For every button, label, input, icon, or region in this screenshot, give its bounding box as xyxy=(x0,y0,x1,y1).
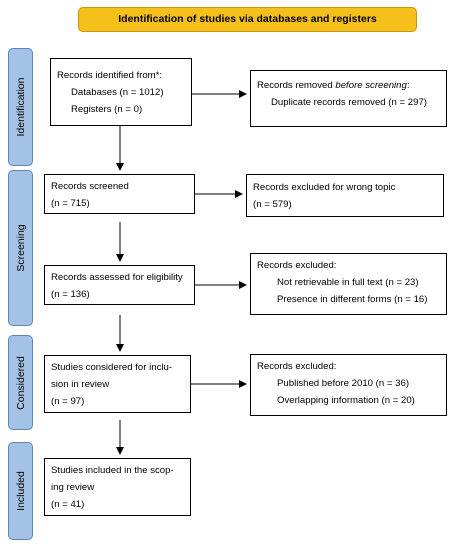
assessed-eligibility-count: (n = 136) xyxy=(51,289,90,300)
considered-inclusion-line2: sion in review xyxy=(51,379,110,390)
diagram-header: Identification of studies via databases … xyxy=(78,7,417,32)
excluded-published-title: Records excluded: xyxy=(257,361,337,372)
excluded-fulltext-title: Records excluded: xyxy=(257,260,337,271)
included-review-count: (n = 41) xyxy=(51,499,85,510)
registers-count: Registers (n = 0) xyxy=(71,104,143,115)
considered-inclusion-box: Studies considered for inclu- sion in re… xyxy=(44,355,191,413)
assessed-eligibility-title: Records assessed for eligibility xyxy=(51,272,183,283)
included-review-line1: Studies included in the scop- xyxy=(51,465,174,476)
excluded-topic-title: Records excluded for wrong topic xyxy=(253,182,396,193)
records-removed-title: Records removed before screening: xyxy=(257,80,410,91)
included-review-box: Studies included in the scop- ing review… xyxy=(44,458,191,516)
records-screened-title: Records screened xyxy=(51,181,129,192)
records-screened-count: (n = 715) xyxy=(51,198,90,209)
published-before-count: Published before 2010 (n = 36) xyxy=(277,378,410,389)
databases-count: Databases (n = 1012) xyxy=(71,87,164,98)
not-retrievable-count: Not retrievable in full text (n = 23) xyxy=(277,277,419,288)
different-forms-count: Presence in different forms (n = 16) xyxy=(277,294,428,305)
phase-included: Included xyxy=(8,442,33,540)
excluded-fulltext-box: Records excluded: Not retrievable in ful… xyxy=(250,253,447,315)
assessed-eligibility-box: Records assessed for eligibility (n = 13… xyxy=(44,265,195,305)
duplicates-removed-count: Duplicate records removed (n = 297) xyxy=(271,97,427,108)
records-identified-title: Records identified from*: xyxy=(57,70,163,81)
records-removed-box: Records removed before screening: Duplic… xyxy=(250,70,447,127)
considered-inclusion-line1: Studies considered for inclu- xyxy=(51,362,173,373)
excluded-topic-count: (n = 579) xyxy=(253,199,292,210)
records-screened-box: Records screened (n = 715) xyxy=(44,174,195,214)
phase-screening: Screening xyxy=(8,170,33,326)
excluded-topic-box: Records excluded for wrong topic (n = 57… xyxy=(246,174,444,217)
records-identified-box: Records identified from*: Databases (n =… xyxy=(50,58,192,126)
phase-considered: Considered xyxy=(8,335,33,430)
considered-inclusion-count: (n = 97) xyxy=(51,396,85,407)
excluded-published-box: Records excluded: Published before 2010 … xyxy=(250,354,447,416)
included-review-line2: ing review xyxy=(51,482,95,493)
phase-identification: Identification xyxy=(8,48,33,166)
overlapping-info-count: Overlapping information (n = 20) xyxy=(277,395,415,406)
